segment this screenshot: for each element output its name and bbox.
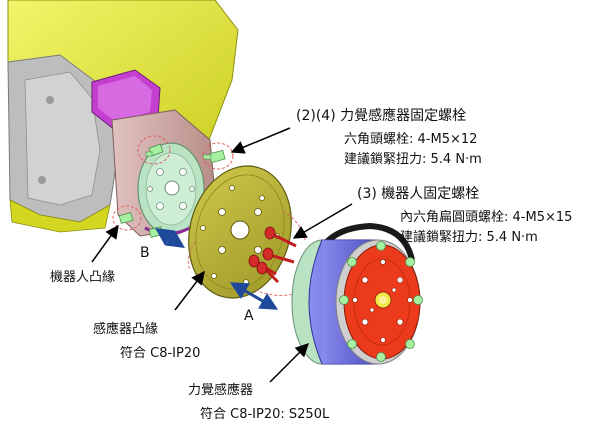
leader-force-sensor bbox=[269, 343, 309, 383]
callout-force-sensor-spec: 符合 C8-IP20: S250L bbox=[200, 406, 330, 422]
label-b: B bbox=[140, 245, 150, 261]
callout-force-sensor-title: 力覺感應器 bbox=[188, 382, 253, 398]
leader-lines bbox=[91, 127, 353, 383]
robot-arm bbox=[7, 0, 239, 237]
callout-robot-bolts-title: (3) 機器人固定螺栓 bbox=[357, 186, 479, 202]
callout-force-sensor-bolts-title: (2)(4) 力覺感應器固定螺栓 bbox=[296, 107, 466, 124]
callout-robot-flange: 機器人凸緣 bbox=[50, 270, 115, 285]
label-a: A bbox=[244, 308, 254, 324]
callout-force-sensor-bolts-spec: 六角頭螺栓: 4-M5×12 bbox=[344, 132, 477, 147]
callout-sensor-flange-spec: 符合 C8-IP20 bbox=[120, 345, 200, 361]
callout-force-sensor-bolts-torque: 建議鎖緊扭力: 5.4 N·m bbox=[344, 151, 482, 167]
force-sensor bbox=[291, 222, 423, 365]
callout-robot-bolts-spec: 內六角扁圓頭螺栓: 4-M5×15 bbox=[400, 210, 572, 225]
robot-flange-face bbox=[137, 142, 205, 236]
leader-force-sensor-bolts bbox=[230, 127, 291, 154]
leader-robot-bolts bbox=[292, 203, 353, 239]
callout-sensor-flange-title: 感應器凸緣 bbox=[93, 321, 158, 337]
leader-sensor-flange bbox=[174, 270, 205, 311]
callout-robot-bolts-torque: 建議鎖緊扭力: 5.4 N·m bbox=[400, 229, 538, 245]
arrow-b bbox=[155, 228, 185, 248]
arrow-a bbox=[229, 282, 279, 310]
socket-bolts-red bbox=[248, 226, 297, 284]
leader-robot-flange bbox=[91, 224, 119, 263]
highlight-circles bbox=[112, 135, 234, 231]
